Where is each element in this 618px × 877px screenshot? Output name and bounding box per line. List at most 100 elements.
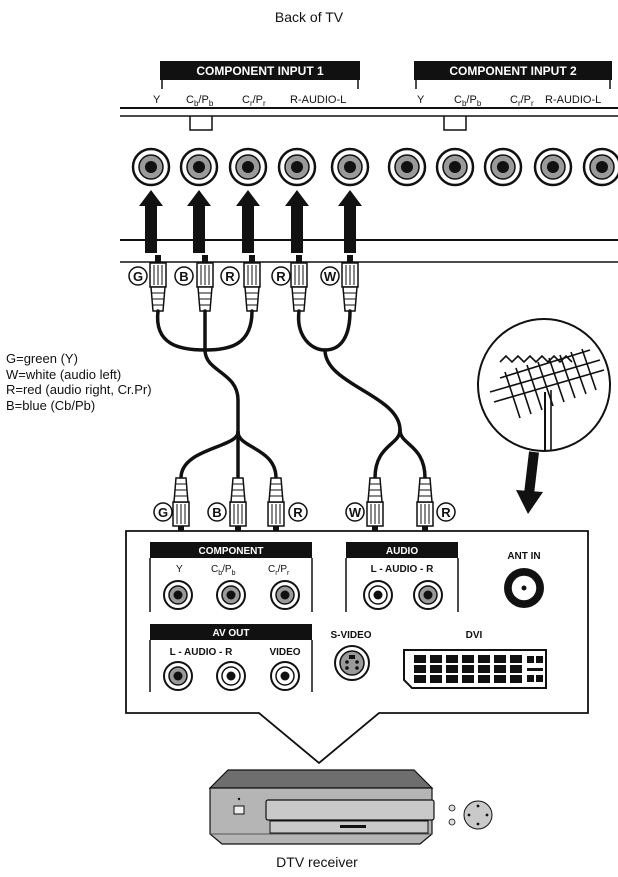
badge-red: R	[436, 502, 456, 522]
svg-text:B: B	[212, 505, 221, 520]
dtv-receiver-device	[208, 769, 493, 845]
input2-title-box	[414, 61, 612, 80]
arrow-up-icon	[187, 190, 211, 253]
comp-label-cr: Cr/Pr	[268, 564, 290, 577]
cables	[155, 309, 427, 480]
comp-label-y: Y	[176, 564, 183, 575]
legend-item-green: G=green (Y)	[6, 351, 78, 366]
rca-plug	[196, 255, 214, 312]
port-label-cb-2: Cb/Pb	[454, 94, 482, 108]
cable-red-audio-lower	[398, 428, 427, 480]
badge-red: R	[220, 266, 240, 286]
ant-in-label: ANT IN	[507, 551, 540, 562]
antenna-icon	[489, 348, 605, 451]
svg-text:W: W	[349, 505, 362, 520]
badge-red: R	[271, 266, 291, 286]
dvi-group: DVI	[403, 630, 547, 689]
tv-back-panel: COMPONENT INPUT 1 COMPONENT INPUT 2 Y Cb…	[120, 61, 618, 263]
rca-plug	[229, 477, 247, 534]
svg-text:R: R	[293, 505, 303, 520]
badge-blue: B	[207, 502, 227, 522]
rca-plug	[172, 477, 190, 534]
cable-audio-upper	[296, 309, 352, 352]
svg-text:G: G	[133, 269, 143, 284]
port-label-cr-2: Cr/Pr	[510, 94, 534, 108]
tv-jack	[179, 147, 219, 187]
rca-plug	[267, 477, 285, 534]
tv-jack	[131, 147, 171, 187]
lower-plugs	[172, 477, 434, 534]
tv-jack	[483, 147, 523, 187]
badge-white: W	[320, 266, 340, 286]
av-out-title: AV OUT	[212, 628, 249, 639]
arrow-down-icon	[516, 490, 543, 514]
audio-title: AUDIO	[386, 546, 418, 557]
cable-red-lower	[236, 430, 278, 480]
receiver-jack	[270, 580, 300, 610]
port-label-y-2: Y	[417, 94, 425, 106]
port-label-y: Y	[153, 94, 161, 106]
legend-item-white: W=white (audio left)	[6, 366, 122, 382]
lower-plug-letters: G B R W R	[153, 502, 456, 522]
back-of-tv-title: Back of TV	[275, 9, 344, 25]
comp-label-cb: Cb/Pb	[211, 564, 236, 577]
receiver-jack	[216, 661, 246, 691]
port-label-cb: Cb/Pb	[186, 94, 214, 108]
receiver-jack	[270, 661, 300, 691]
cable-white-lower	[373, 428, 402, 480]
dvi-label: DVI	[466, 630, 483, 641]
component-title: COMPONENT	[199, 546, 264, 557]
arrow-up-icon	[285, 190, 309, 253]
component-input-1-label: COMPONENT INPUT 1	[196, 64, 324, 78]
port-label-cr: Cr/Pr	[242, 94, 266, 108]
badge-green: G	[153, 502, 173, 522]
receiver-jack	[163, 661, 193, 691]
legend-item-red: R=red (audio right, Cr.Pr)	[6, 382, 152, 397]
svg-text:B: B	[179, 269, 188, 284]
tv-jack	[277, 147, 317, 187]
tv-jack	[330, 147, 370, 187]
badge-white: W	[345, 502, 365, 522]
rca-plug	[243, 255, 261, 312]
input1-title-box	[160, 61, 360, 80]
component-output-group: COMPONENT Y Cb/Pb Cr/Pr	[149, 542, 313, 612]
receiver-jack	[413, 580, 443, 610]
tv-jack	[582, 147, 618, 187]
rca-plug	[366, 477, 384, 534]
receiver-jack	[216, 580, 246, 610]
tv-jack	[387, 147, 427, 187]
av-out-group: AV OUT L - AUDIO - R VIDEO	[149, 624, 313, 692]
component-input-2-label: COMPONENT INPUT 2	[449, 64, 577, 78]
s-video-group: S-VIDEO	[330, 630, 372, 681]
dvi-port-icon	[403, 649, 547, 689]
arrow-up-icon	[139, 190, 163, 253]
tv-jack-row	[131, 147, 618, 187]
tv-jack	[228, 147, 268, 187]
insert-arrows	[139, 190, 362, 253]
av-out-video-label: VIDEO	[269, 647, 300, 658]
svg-text:W: W	[324, 269, 337, 284]
upper-plugs	[149, 255, 359, 312]
upper-plug-letters: G B R R W	[128, 266, 340, 286]
tv-jack	[435, 147, 475, 187]
s-video-label: S-VIDEO	[330, 630, 371, 641]
cable-green-lower	[179, 430, 240, 480]
audio-sublabel: L - AUDIO - R	[371, 564, 435, 575]
badge-green: G	[128, 266, 148, 286]
arrow-up-icon	[338, 190, 362, 253]
port-label-audio: R-AUDIO-L	[290, 94, 346, 106]
svg-text:R: R	[225, 269, 235, 284]
av-out-audio-label: L - AUDIO - R	[170, 647, 234, 658]
receiver-jack	[163, 580, 193, 610]
antenna-arrow-shaft	[524, 451, 539, 495]
antenna-callout	[477, 318, 611, 514]
ant-in-group: ANT IN	[504, 551, 544, 608]
badge-blue: B	[174, 266, 194, 286]
badge-red: R	[288, 502, 308, 522]
cable-component-trunk	[203, 348, 240, 434]
rca-plug	[290, 255, 308, 312]
s-video-jack-icon	[334, 645, 370, 681]
rca-plug	[341, 255, 359, 312]
tv-jack	[533, 147, 573, 187]
rca-plug	[149, 255, 167, 312]
